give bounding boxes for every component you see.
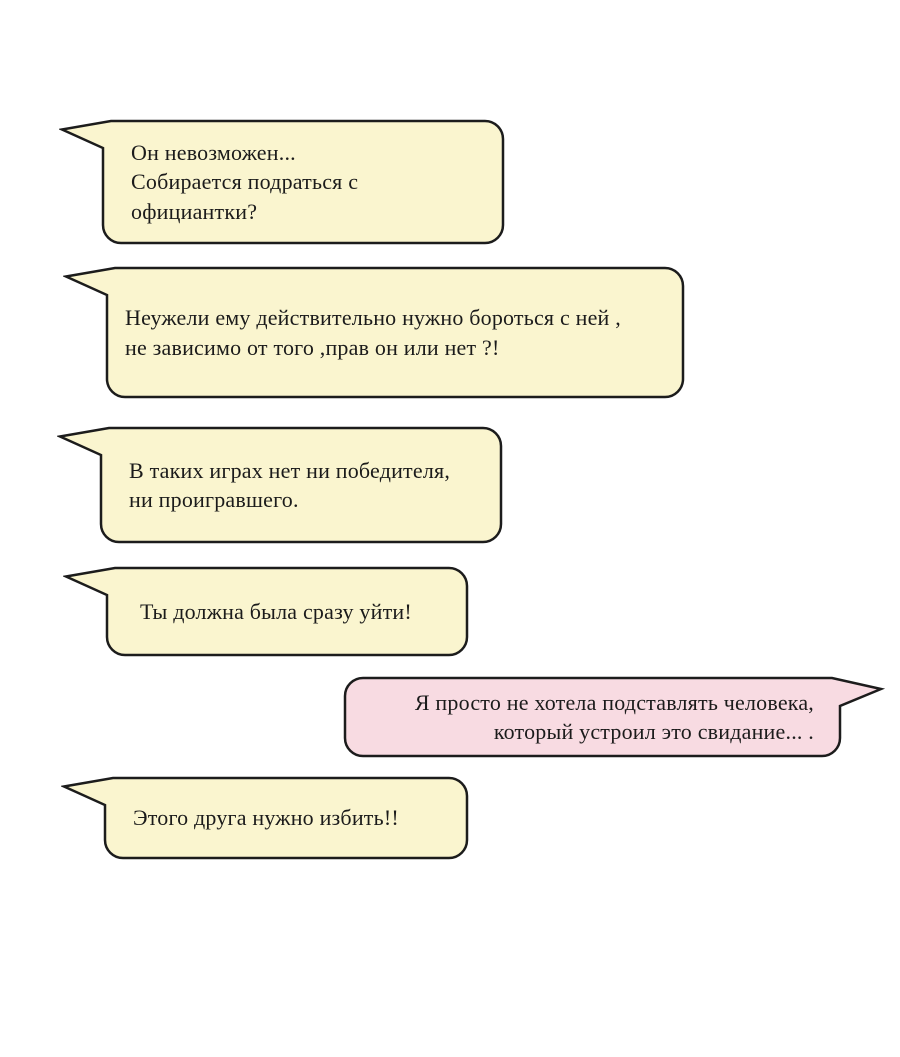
speech-bubble-6: Этого друга нужно избить!! bbox=[61, 776, 471, 862]
bubble-text: Ты должна была сразу уйти! bbox=[140, 598, 412, 624]
bubble-outline bbox=[61, 776, 469, 860]
speech-bubble-3: В таких играх нет ни победителя, ни прои… bbox=[57, 426, 505, 546]
bubble-text: Я просто не хотела подставлять человека,… bbox=[414, 689, 814, 744]
bubble-outline bbox=[59, 119, 505, 245]
speech-bubble-2: Неужели ему действительно нужно бороться… bbox=[63, 266, 687, 401]
bubble-shape bbox=[63, 266, 685, 399]
bubble-shape bbox=[57, 426, 503, 544]
bubble-shape bbox=[343, 676, 886, 758]
bubble-outline bbox=[63, 266, 685, 399]
bubble-text: Неужели ему действительно нужно бороться… bbox=[125, 305, 621, 360]
bubble-text: Он невозможен... Собирается подраться с … bbox=[131, 140, 359, 224]
bubble-shape bbox=[61, 776, 469, 860]
bubble-shape bbox=[63, 566, 469, 657]
bubble-text: Этого друга нужно избить!! bbox=[133, 805, 399, 831]
bubble-outline bbox=[63, 566, 469, 657]
speech-bubble-5: Я просто не хотела подставлять человека,… bbox=[343, 676, 887, 760]
bubble-shape bbox=[59, 119, 505, 245]
speech-bubble-1: Он невозможен... Собирается подраться с … bbox=[59, 119, 507, 247]
bubble-outline bbox=[343, 676, 886, 758]
speech-bubble-4: Ты должна была сразу уйти! bbox=[63, 566, 471, 659]
bubble-text: В таких играх нет ни победителя, ни прои… bbox=[129, 457, 451, 512]
bubble-outline bbox=[57, 426, 503, 544]
